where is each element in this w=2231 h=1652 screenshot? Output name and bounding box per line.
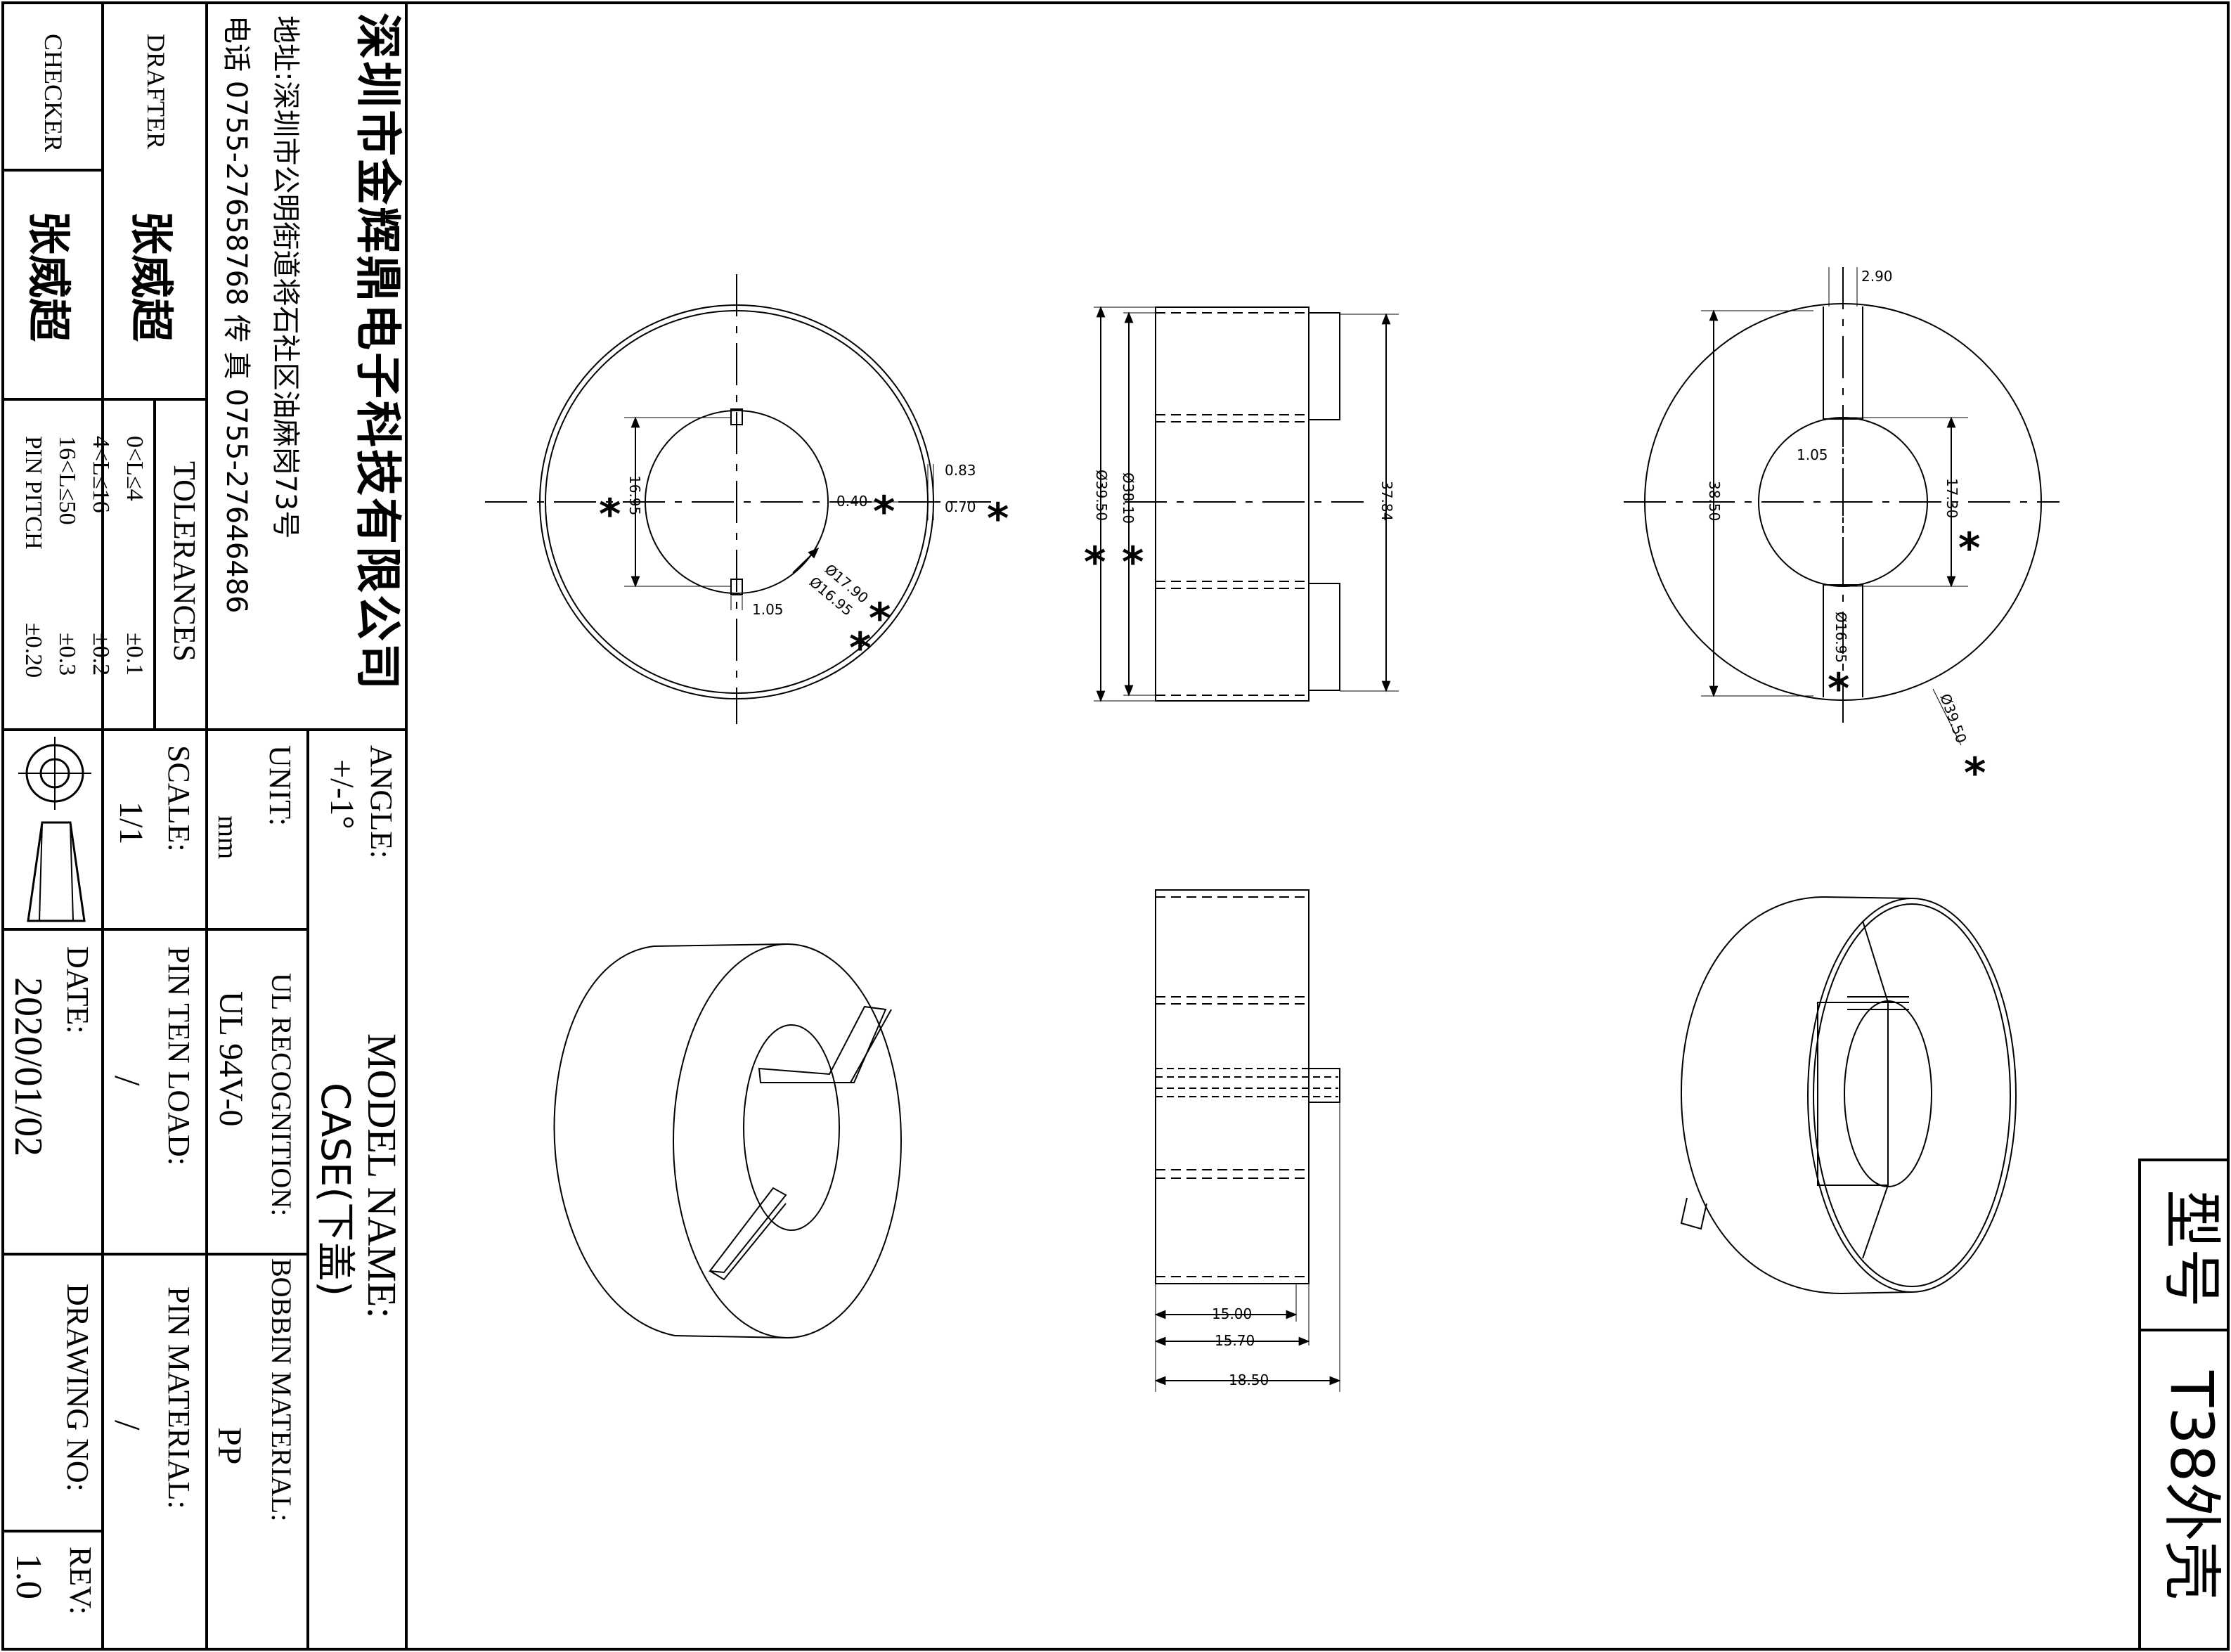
critical-mark: * [1084, 538, 1106, 587]
critical-mark: * [869, 594, 891, 643]
model-box-divider [2138, 1329, 2230, 1331]
dim-label: Ø38.10 [1120, 472, 1137, 524]
side-view [1094, 306, 1399, 702]
dim-label: Ø39.50 [1936, 692, 1970, 746]
dim-label: 2.90 [1861, 268, 1893, 285]
grid-line [1, 728, 406, 731]
dim-label: Ø39.50 [1093, 470, 1110, 521]
model-box-left [2138, 1159, 2141, 1651]
top-view [485, 274, 991, 724]
title-block-right-edge [405, 1, 408, 1651]
critical-mark: * [1828, 664, 1849, 714]
model-box-top [2138, 1159, 2230, 1161]
grid-line [306, 728, 309, 731]
grid-line [1, 169, 103, 172]
front-view [1154, 889, 1341, 1392]
critical-mark: * [1122, 538, 1144, 587]
grid-line [1, 398, 207, 401]
critical-mark: * [1964, 749, 1986, 798]
grid-line [1, 928, 306, 931]
dim-label: 0.40 [836, 493, 868, 510]
critical-mark: * [987, 494, 1009, 543]
critical-mark: * [849, 624, 871, 673]
dim-label: 15.00 [1212, 1305, 1252, 1322]
grid-line [306, 730, 309, 1651]
grid-line [153, 398, 156, 730]
critical-mark: * [1958, 524, 1980, 573]
critical-mark: * [599, 490, 621, 539]
dim-label: 38.50 [1706, 481, 1723, 521]
critical-mark: * [873, 487, 895, 536]
dim-label: Ø16.95 [1832, 612, 1849, 663]
iso-view-right [1680, 896, 2017, 1294]
dim-label: 16.95 [626, 475, 643, 515]
projection-symbol-icon [18, 737, 91, 922]
grid-line [1, 1253, 306, 1256]
iso-view-left [553, 943, 902, 1338]
grid-line [205, 1, 208, 730]
bottom-view [1624, 267, 2059, 746]
dim-label: 0.70 [945, 498, 976, 515]
grid-line [101, 1, 104, 1651]
dim-label: 37.84 [1378, 481, 1395, 521]
dim-label: 17.30 [1944, 478, 1960, 518]
grid-line [1, 1530, 103, 1532]
dim-label: 15.70 [1215, 1332, 1255, 1349]
dim-label: 1.05 [752, 601, 784, 618]
grid-line [205, 730, 208, 1651]
dim-label: 0.83 [945, 462, 976, 479]
dim-label: 1.05 [1797, 446, 1828, 463]
dim-label: 18.50 [1229, 1372, 1269, 1388]
